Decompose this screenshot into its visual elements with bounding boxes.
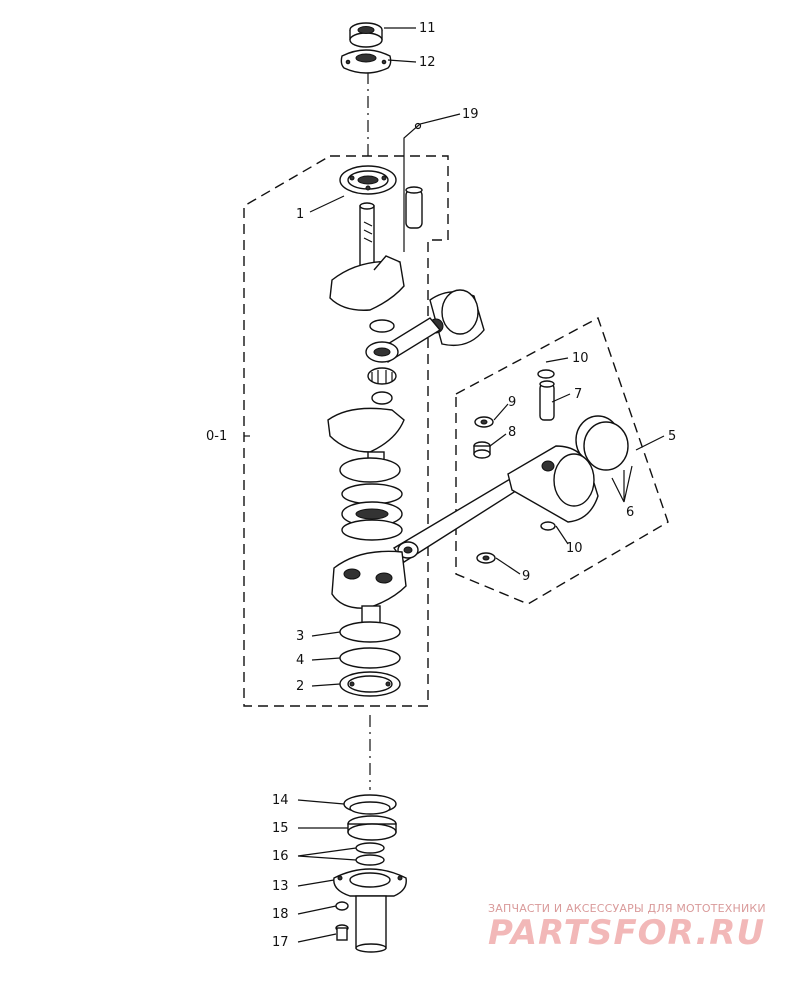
lower-oil-seal-part bbox=[343, 794, 397, 815]
callout-14: 14 bbox=[272, 793, 289, 808]
callout-12: 12 bbox=[419, 55, 436, 70]
lower-connecting-rod bbox=[392, 471, 532, 563]
needle-bearing-detail-part bbox=[473, 441, 491, 459]
upper-crank-web bbox=[329, 255, 405, 311]
crankshaft-upper-shaft bbox=[359, 202, 375, 271]
watermark-logo: PARTSFOR.RU bbox=[488, 913, 765, 953]
lower-ball-bearing-part bbox=[339, 671, 401, 697]
retaining-clip-top-part bbox=[537, 369, 555, 379]
upper-needle-bearing-part bbox=[367, 319, 397, 405]
retaining-clip-bottom-part bbox=[540, 521, 556, 531]
lower-crank-web bbox=[331, 550, 407, 609]
middle-crank-web bbox=[327, 407, 405, 465]
watermark: ЗАПЧАСТИ И АКСЕССУАРЫ ДЛЯ МОТОТЕХНИКИ PA… bbox=[488, 902, 766, 953]
lower-bearing-race-part bbox=[339, 647, 401, 669]
callout-9-top: 9 bbox=[508, 395, 516, 410]
callout-18: 18 bbox=[272, 907, 289, 922]
callout-10-top: 10 bbox=[572, 351, 589, 366]
lower-end-cap-housing-part bbox=[333, 868, 407, 953]
assembly-label-0-1: 0-1 bbox=[206, 429, 227, 444]
center-main-bearing-part bbox=[339, 457, 403, 541]
callout-1: 1 bbox=[296, 207, 304, 222]
lower-retaining-ring-part bbox=[339, 621, 401, 643]
callout-19: 19 bbox=[462, 107, 479, 122]
thrust-washer-top-part bbox=[474, 416, 494, 428]
callout-10-bottom: 10 bbox=[566, 541, 583, 556]
callout-4: 4 bbox=[296, 653, 304, 668]
callout-15: 15 bbox=[272, 821, 289, 836]
detail-wrist-pin-part bbox=[539, 380, 555, 421]
callout-16: 16 bbox=[272, 849, 289, 864]
top-flange-part bbox=[340, 49, 392, 74]
callout-9-bottom: 9 bbox=[522, 569, 530, 584]
upper-ball-bearing-part bbox=[339, 165, 397, 195]
lower-seals-part bbox=[355, 842, 385, 866]
upper-piston-part bbox=[428, 289, 485, 347]
callout-labels: 11 12 19 1 0-1 10 7 9 8 5 6 10 9 3 4 2 1… bbox=[206, 21, 676, 950]
crankshaft-assembly-boundary bbox=[243, 155, 449, 707]
upper-connecting-rod bbox=[365, 317, 442, 363]
leader-lines bbox=[244, 27, 665, 943]
callout-3: 3 bbox=[296, 629, 304, 644]
lower-screw-part bbox=[335, 924, 349, 941]
piston-rings-part bbox=[575, 415, 629, 471]
callout-11: 11 bbox=[419, 21, 436, 36]
lower-lock-washer-part bbox=[335, 901, 349, 911]
callout-13: 13 bbox=[272, 879, 289, 894]
callout-7: 7 bbox=[574, 387, 582, 402]
thrust-washer-bottom-part bbox=[476, 552, 496, 564]
detail-piston-part bbox=[507, 445, 599, 523]
callout-8: 8 bbox=[508, 425, 516, 440]
watermark-tagline: ЗАПЧАСТИ И АКСЕССУАРЫ ДЛЯ МОТОТЕХНИКИ bbox=[488, 902, 766, 915]
top-seal-part bbox=[349, 22, 383, 48]
callout-6: 6 bbox=[626, 505, 634, 520]
wrist-pin-upper bbox=[405, 186, 423, 229]
callout-5: 5 bbox=[668, 429, 676, 444]
callout-17: 17 bbox=[272, 935, 289, 950]
piston-assembly-boundary bbox=[455, 316, 669, 605]
callout-2: 2 bbox=[296, 679, 304, 694]
lower-needle-bearing-part bbox=[347, 815, 397, 841]
